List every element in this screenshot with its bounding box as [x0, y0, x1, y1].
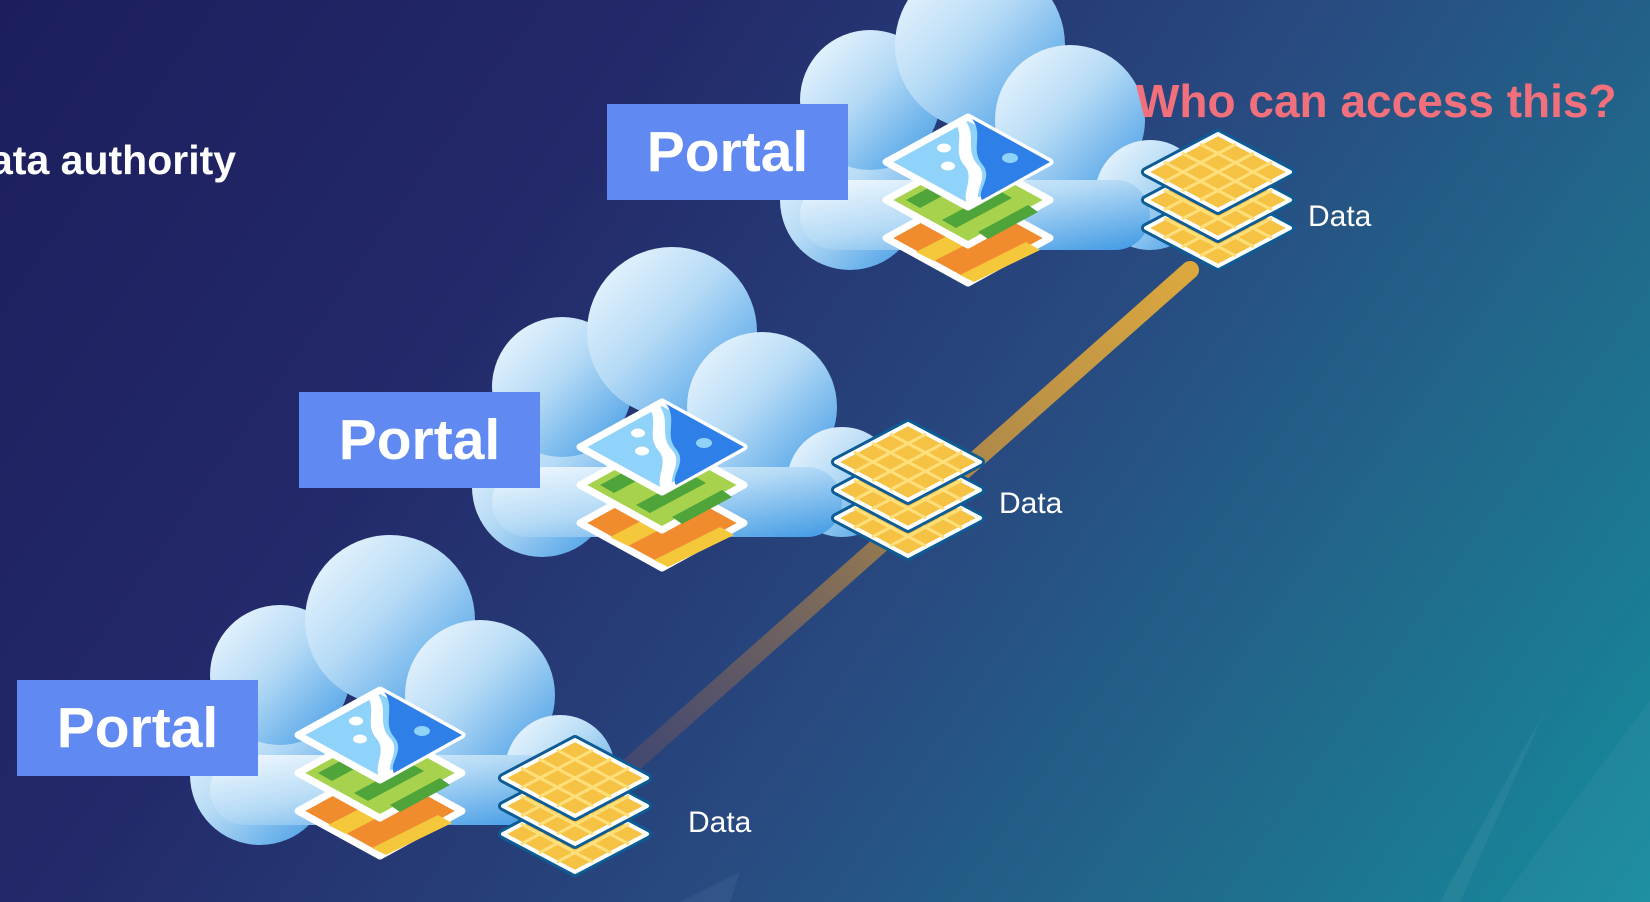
portal-box-top: Portal [607, 104, 848, 200]
data-label-bottom: Data [688, 806, 752, 839]
background-shard [1440, 710, 1545, 902]
portal-box-middle: Portal [299, 392, 540, 488]
data-label-middle: Data [999, 487, 1063, 520]
background-shard [1500, 700, 1650, 902]
portal-box-bottom: Portal [17, 680, 258, 776]
slide-heading: ata authority [0, 137, 237, 183]
access-question: Who can access this? [1136, 75, 1617, 127]
data-label-top: Data [1308, 200, 1372, 233]
background-shard [680, 872, 740, 902]
